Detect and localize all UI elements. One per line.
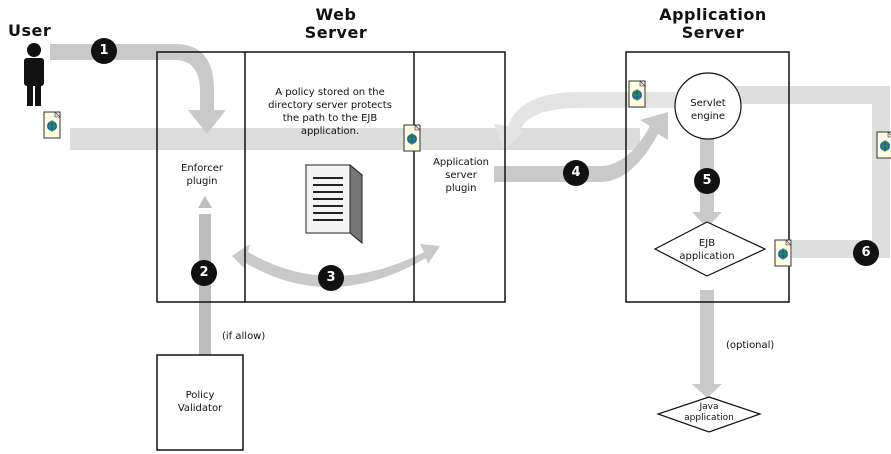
step-badge: 5 [694, 168, 720, 194]
app-server-box [625, 51, 790, 303]
document-icon [403, 124, 421, 152]
arrow-step-2 [190, 214, 220, 384]
step-badge: 1 [91, 38, 117, 64]
document-icon [774, 239, 792, 267]
step-badge: 4 [563, 160, 589, 186]
step-badge: 6 [853, 240, 879, 266]
servlet-engine-node [674, 72, 742, 140]
enforcer-plugin-label: Enforcer plugin [181, 163, 223, 187]
policy-note: A policy stored on the directory server … [268, 87, 392, 137]
user-title: User [8, 21, 52, 40]
policy-validator-box [156, 354, 244, 451]
web-server-box [156, 51, 506, 303]
user-icon [24, 43, 44, 106]
arrow-step-4 [494, 112, 668, 182]
step-badge: 2 [191, 260, 217, 286]
if-allow-label: (if allow) [222, 331, 266, 342]
web-server-title: Web Server [304, 5, 368, 42]
policy-validator-label: Policy Validator [177, 390, 223, 414]
directory-server-icon [304, 163, 364, 245]
app-server-title: Application Server [659, 5, 767, 42]
document-icon [876, 131, 891, 159]
ejb-application-node [653, 221, 767, 277]
app-server-plugin-label: Application server plugin [433, 157, 489, 194]
arrow-step-2-up [198, 196, 212, 208]
optional-label: (optional) [726, 340, 775, 351]
arrow-step-1 [50, 44, 226, 134]
java-application-label: Java application [684, 402, 734, 423]
step-badge: 3 [318, 265, 344, 291]
arrow-step-3 [232, 244, 440, 288]
arrow-step-6 [730, 86, 890, 258]
return-arrow-band [70, 128, 640, 150]
servlet-engine-label: Servlet engine [690, 98, 726, 122]
java-application-node [656, 396, 762, 433]
ejb-application-label: EJB application [679, 238, 735, 262]
document-icon [628, 80, 646, 108]
document-icon [43, 111, 61, 139]
arrow-optional [692, 290, 722, 398]
